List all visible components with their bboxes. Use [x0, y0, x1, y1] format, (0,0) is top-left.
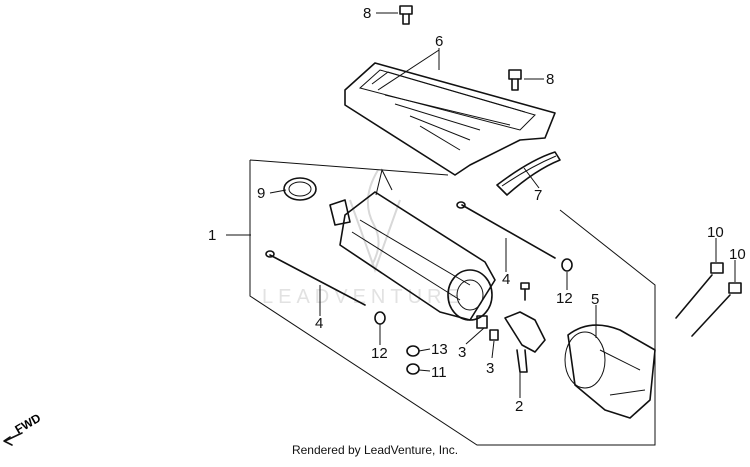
o-ring [283, 177, 317, 201]
callout-4a: 4 [502, 271, 510, 288]
starter-cover [344, 62, 556, 176]
mount-bolt-right [691, 282, 742, 337]
washer-11 [406, 363, 420, 375]
callout-8b: 8 [546, 71, 554, 88]
callout-2: 2 [515, 398, 523, 415]
callout-10a: 10 [707, 224, 724, 241]
nut-13 [406, 345, 420, 357]
callout-5: 5 [591, 291, 599, 308]
leader-lines [226, 12, 736, 398]
callout-12a: 12 [556, 290, 573, 307]
callout-8a: 8 [363, 5, 371, 22]
callout-12b: 12 [371, 345, 388, 362]
brush-left [476, 315, 488, 329]
o-ring-upper [561, 258, 573, 272]
brush-holder [504, 311, 546, 373]
bolt-top [399, 5, 413, 25]
callout-7: 7 [534, 187, 542, 204]
callout-6: 6 [435, 33, 443, 50]
through-bolt-lower [265, 250, 366, 306]
bolt-right [508, 69, 522, 91]
callout-4b: 4 [315, 315, 323, 332]
fwd-label: FWD [13, 411, 44, 437]
starter-motor [329, 168, 496, 321]
terminal-bolt [520, 282, 530, 301]
footer-credit: Rendered by LeadVenture, Inc. [291, 443, 459, 457]
callouts: 1 2 3 3 4 4 5 6 7 8 8 9 10 10 11 12 12 1… [208, 5, 746, 415]
brush-right [489, 329, 499, 341]
assembly-outline [249, 159, 656, 446]
callout-10b: 10 [729, 246, 746, 263]
callout-3a: 3 [458, 344, 466, 361]
o-ring-lower [374, 311, 386, 325]
cover-gasket [496, 151, 561, 196]
through-bolt-upper [456, 201, 556, 259]
callout-9: 9 [257, 185, 265, 202]
callout-11: 11 [431, 364, 447, 381]
callout-13: 13 [431, 341, 448, 358]
mount-bolt-left [675, 262, 724, 319]
callout-1: 1 [208, 227, 216, 244]
callout-3b: 3 [486, 360, 494, 377]
fwd-arrow-icon: FWD [3, 411, 44, 446]
end-cover [564, 324, 656, 419]
